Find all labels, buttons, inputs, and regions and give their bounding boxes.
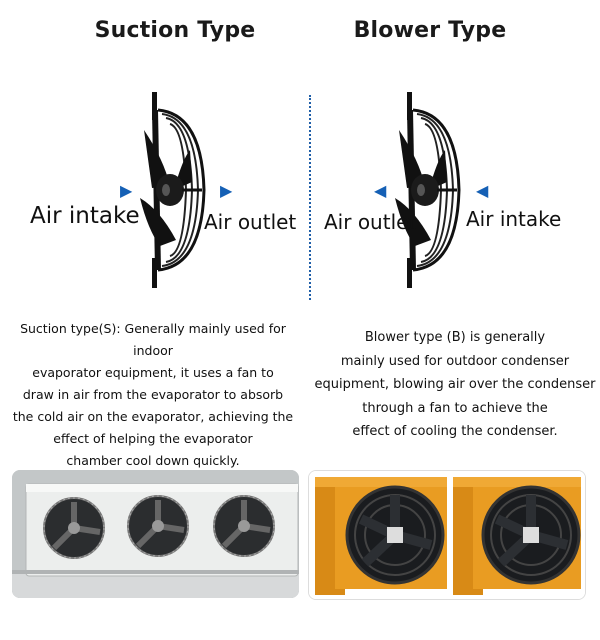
suction-description: Suction type(S): Generally mainly used f… — [8, 318, 298, 472]
triangle-left-icon: ◀ — [374, 181, 387, 200]
blower-description-line: mainly used for outdoor condenser — [340, 353, 570, 369]
blower-description-line: equipment, blowing air over the condense… — [314, 377, 596, 392]
suction-description-line: the cold air on the evaporator, achievin… — [12, 409, 294, 424]
blower-description: Blower type (B) is generally mainly used… — [310, 326, 600, 444]
triangle-right-icon: ▶ — [220, 181, 233, 200]
suction-description-line: Suction type(S): Generally mainly used f… — [20, 321, 286, 358]
triangle-right-icon: ▶ — [120, 181, 133, 200]
suction-description-line: chamber cool down quickly. — [66, 453, 240, 468]
suction-right-label: Air outlet — [204, 210, 297, 234]
suction-type-title: Suction Type — [94, 18, 256, 43]
suction-fan-icon — [130, 90, 220, 290]
evaporator-unit-image — [12, 470, 299, 598]
suction-left-label: Air intake — [30, 203, 140, 229]
blower-type-title: Blower Type — [353, 18, 507, 43]
condenser-units-image — [308, 470, 586, 600]
blower-fan-icon — [385, 90, 475, 290]
triangle-left-icon: ◀ — [476, 181, 489, 200]
blower-left-label: Air outlet — [324, 210, 417, 234]
blower-description-line: effect of cooling the condenser. — [352, 424, 558, 439]
blower-right-label: Air intake — [466, 207, 562, 231]
suction-description-line: effect of helping the evaporator — [53, 431, 253, 446]
suction-description-line: draw in air from the evaporator to absor… — [22, 387, 284, 402]
blower-description-line: Blower type (B) is generally — [364, 330, 546, 345]
suction-description-line: evaporator equipment, it uses a fan to — [32, 365, 274, 380]
section-divider — [309, 95, 311, 300]
blower-description-line: through a fan to achieve the — [362, 400, 548, 416]
